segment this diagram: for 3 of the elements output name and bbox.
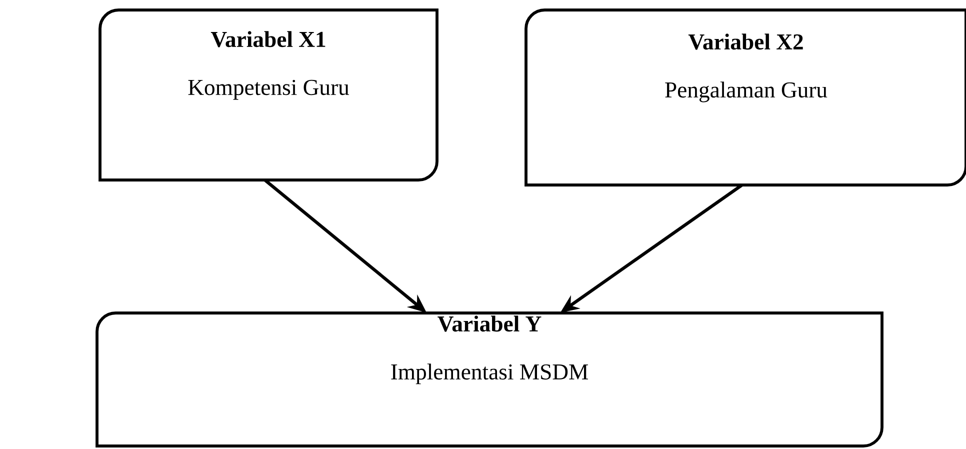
- variable-box: Variabel Y Implementasi MSDM: [96, 312, 884, 448]
- variable-box: Variabel X2 Pengalaman Guru: [524, 8, 966, 186]
- variable-box: Variabel X1 Kompetensi Guru: [98, 8, 438, 182]
